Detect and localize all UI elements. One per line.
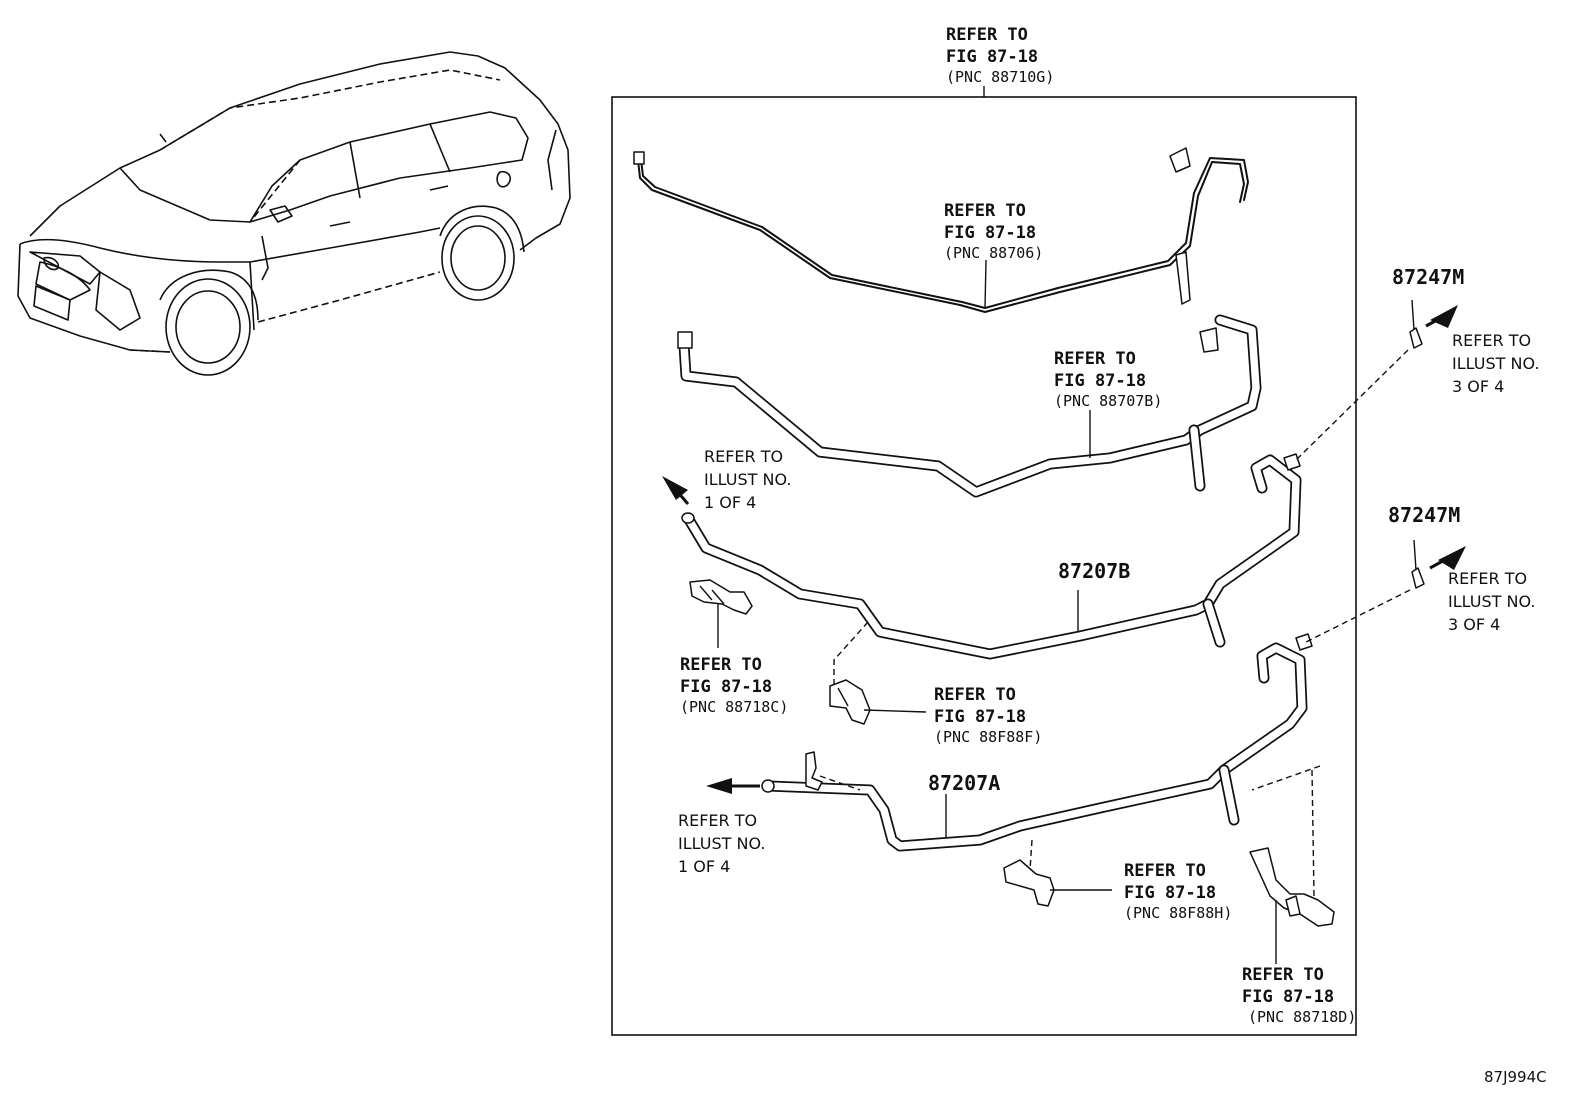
bracket-88f88h xyxy=(1003,839,1112,907)
clip-87207a-end xyxy=(805,751,861,791)
illust-ref-left-bottom: REFER TO ILLUST NO. 1 OF 4 xyxy=(678,811,765,876)
clip-88718c xyxy=(689,579,753,648)
tube-87207b xyxy=(681,453,1302,660)
ref-88f88h-line2: FIG 87-18 xyxy=(1124,883,1216,903)
ref-88f88f-line3: (PNC 88F88F) xyxy=(934,728,1042,746)
bracket-88f88f xyxy=(829,621,927,725)
ref-88710g-line3: (PNC 88710G) xyxy=(946,68,1054,86)
ref-88718c: REFER TO FIG 87-18 (PNC 88718C) xyxy=(680,655,788,716)
illust-ref-right-bottom-line2: ILLUST NO. xyxy=(1448,592,1535,611)
ref-88707b-line1: REFER TO xyxy=(1054,349,1136,369)
illust-ref-left-top-line1: REFER TO xyxy=(704,447,783,466)
part-number-87247m-bottom: 87247M xyxy=(1388,503,1460,527)
ref-88f88h: REFER TO FIG 87-18 (PNC 88F88H) xyxy=(1124,861,1232,922)
ref-88f88h-line1: REFER TO xyxy=(1124,861,1206,881)
illust-ref-right-bottom-line1: REFER TO xyxy=(1448,569,1527,588)
illust-ref-right-top-line1: REFER TO xyxy=(1452,331,1531,350)
ref-88706-line1: REFER TO xyxy=(944,201,1026,221)
part-number-87207a: 87207A xyxy=(928,771,1000,795)
illust-ref-right-bottom: REFER TO ILLUST NO. 3 OF 4 xyxy=(1448,569,1535,634)
ref-88710g-line1: REFER TO xyxy=(946,25,1028,45)
ref-88718c-line2: FIG 87-18 xyxy=(680,677,772,697)
part-number-87247m-top: 87247M xyxy=(1392,265,1464,289)
illust-ref-right-top-line3: 3 OF 4 xyxy=(1452,377,1504,396)
tube-88707b xyxy=(677,314,1262,498)
illustration-code: 87J994C xyxy=(1484,1068,1547,1086)
illust-ref-left-top-line2: ILLUST NO. xyxy=(704,470,791,489)
ref-88710g: REFER TO FIG 87-18 (PNC 88710G) xyxy=(946,25,1054,86)
ref-88706-line3: (PNC 88706) xyxy=(944,244,1043,262)
part-number-87207b: 87207B xyxy=(1058,559,1130,583)
illust-ref-left-top: REFER TO ILLUST NO. 1 OF 4 xyxy=(704,447,791,512)
ref-88718d-line1: REFER TO xyxy=(1242,965,1324,985)
tube-88706 xyxy=(633,147,1249,313)
illust-ref-right-bottom-line3: 3 OF 4 xyxy=(1448,615,1500,634)
illust-ref-left-bottom-line1: REFER TO xyxy=(678,811,757,830)
ref-88f88f-line2: FIG 87-18 xyxy=(934,707,1026,727)
ref-88718c-line1: REFER TO xyxy=(680,655,762,675)
illust-ref-right-top-line2: ILLUST NO. xyxy=(1452,354,1539,373)
ref-88706: REFER TO FIG 87-18 (PNC 88706) xyxy=(944,201,1043,262)
ref-88f88f: REFER TO FIG 87-18 (PNC 88F88F) xyxy=(934,685,1042,746)
ref-88718d-line2: FIG 87-18 xyxy=(1242,987,1334,1007)
ref-88707b-line3: (PNC 88707B) xyxy=(1054,392,1162,410)
tube-87207a xyxy=(761,633,1313,852)
illust-ref-left-bottom-line3: 1 OF 4 xyxy=(678,857,730,876)
illust-ref-left-top-line3: 1 OF 4 xyxy=(704,493,756,512)
illust-ref-right-top: REFER TO ILLUST NO. 3 OF 4 xyxy=(1452,331,1539,396)
arrow-to-illust-1-top xyxy=(662,476,690,505)
ref-88707b: REFER TO FIG 87-18 (PNC 88707B) xyxy=(1054,349,1162,410)
ref-88707b-line2: FIG 87-18 xyxy=(1054,371,1146,391)
ref-88718d: REFER TO FIG 87-18 (PNC 88718D) xyxy=(1242,965,1356,1026)
ref-88718c-line3: (PNC 88718C) xyxy=(680,698,788,716)
vehicle-illustration xyxy=(17,51,571,376)
clip-87247m-top xyxy=(1295,299,1458,461)
clip-88718d xyxy=(1249,765,1335,964)
illust-ref-left-bottom-line2: ILLUST NO. xyxy=(678,834,765,853)
ref-88f88f-line1: REFER TO xyxy=(934,685,1016,705)
ref-88710g-line2: FIG 87-18 xyxy=(946,47,1038,67)
ref-88f88h-line3: (PNC 88F88H) xyxy=(1124,904,1232,922)
ref-88718d-line3: (PNC 88718D) xyxy=(1248,1008,1356,1026)
clip-87247m-bottom xyxy=(1305,539,1466,643)
arrow-to-illust-1-bottom xyxy=(706,778,760,794)
ref-88706-line2: FIG 87-18 xyxy=(944,223,1036,243)
